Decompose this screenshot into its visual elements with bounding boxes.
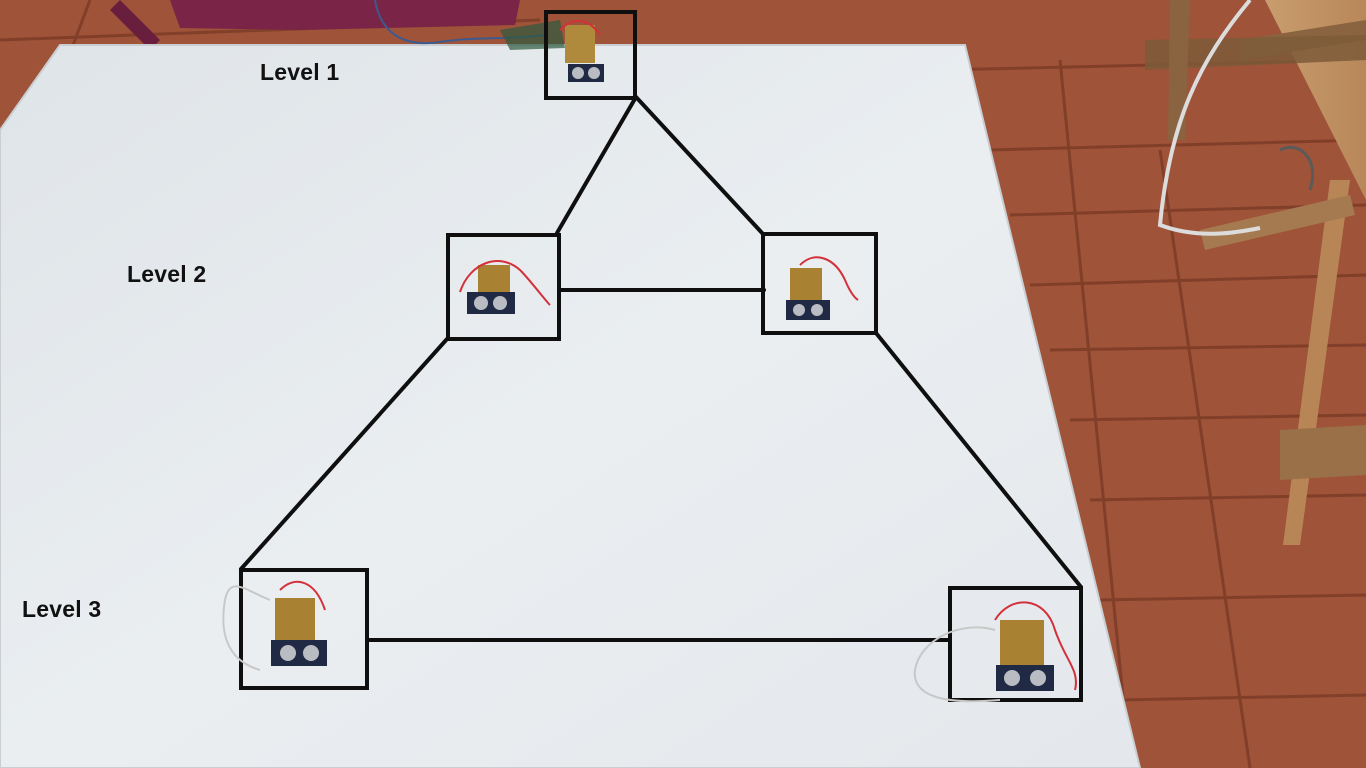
level-3-label: Level 3 [22,596,102,622]
robot-car-icon [786,256,859,320]
robot-car-icon [222,580,327,671]
robot-box-level-1 [544,10,637,100]
link-l1-to-l2-left [555,95,638,235]
wooden-table [1145,0,1366,545]
robot-box-level-2-right [761,232,878,335]
level-1-label: Level 1 [260,59,340,85]
link-l2-to-l3-left [239,337,449,571]
link-l1-to-l2-right [634,95,765,236]
robot-box-level-2-left [446,233,561,341]
paper-sheet [0,45,1140,768]
robot-box-level-3-right [913,586,1083,703]
robot-car-icon [913,601,1077,703]
robot-box-level-3-left [222,568,369,690]
robot-car-icon [559,20,604,82]
robot-car-icon [459,260,551,314]
level-2-label: Level 2 [127,261,207,287]
bag [170,0,520,30]
level-connections [239,95,1083,642]
link-l2-to-l3-right [874,331,1083,589]
